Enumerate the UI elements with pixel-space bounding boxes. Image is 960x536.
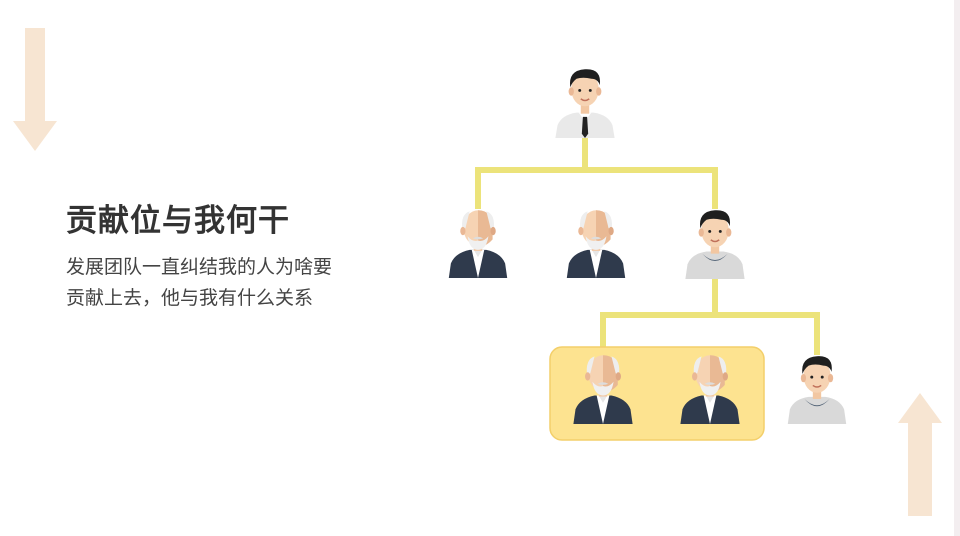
- highlight-group-box: [549, 346, 765, 441]
- slide-title: 贡献位与我何干: [66, 203, 290, 239]
- body-line: 发展团队一直纠结我的人为啥要: [66, 256, 333, 278]
- young-man-tie-icon: [554, 68, 616, 138]
- body-line: 贡献上去，他与我有什么关系: [66, 287, 314, 309]
- elder-man-icon: [566, 210, 626, 278]
- young-man-hoodie-icon: [787, 355, 847, 424]
- young-man-hoodie-icon: [684, 209, 746, 279]
- slide-edge: [954, 0, 960, 536]
- elder-man-icon: [448, 210, 508, 278]
- slide-body: 发展团队一直纠结我的人为啥要 贡献上去，他与我有什么关系: [66, 252, 386, 314]
- org-chart-connectors: [475, 137, 820, 355]
- down-arrow-icon: [13, 28, 57, 151]
- up-arrow-icon: [898, 393, 942, 516]
